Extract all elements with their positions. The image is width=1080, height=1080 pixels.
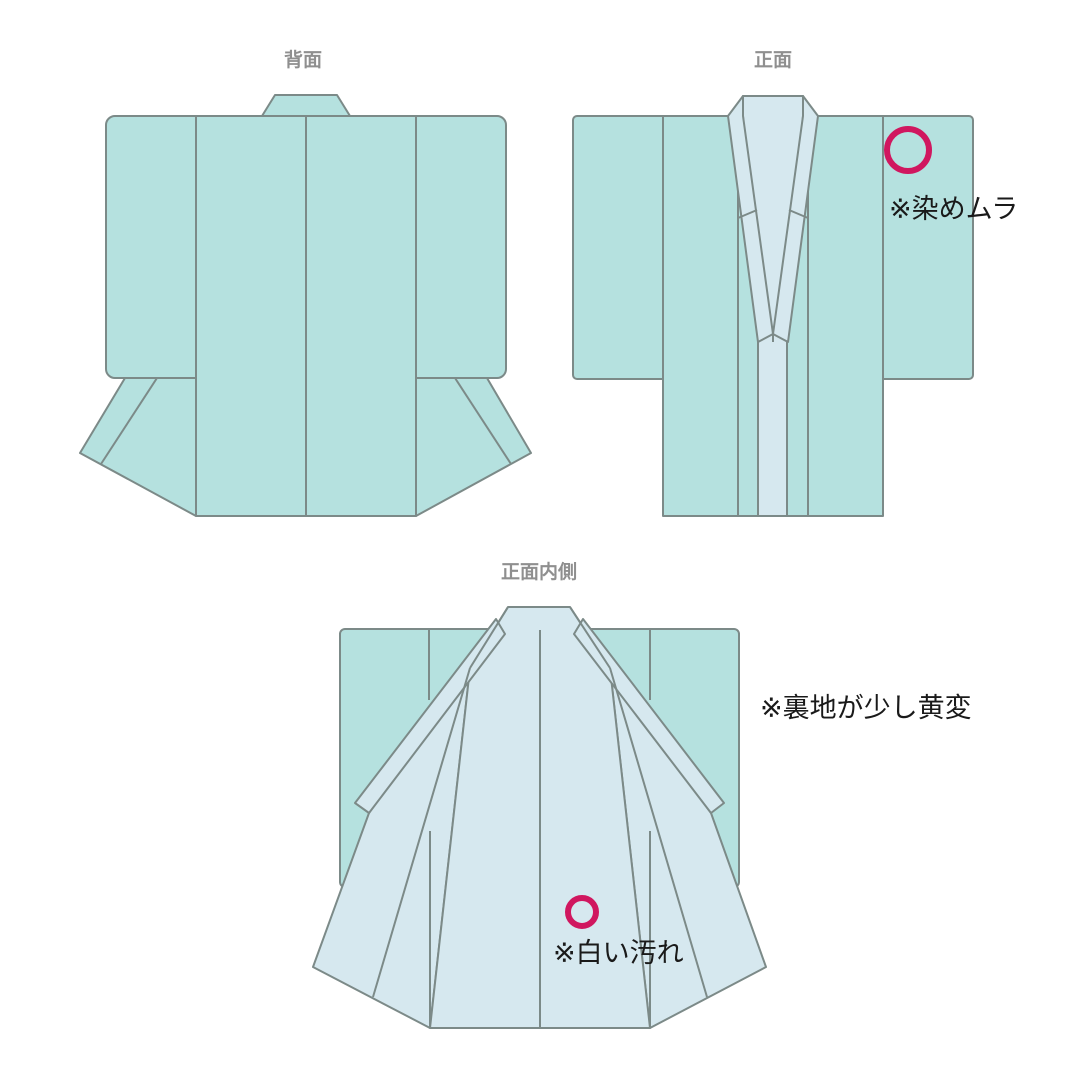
inside-right-collar-band xyxy=(573,618,725,814)
front-right-collar-fold xyxy=(788,209,809,219)
inside-right-diagonal xyxy=(609,667,708,998)
inside-neck-left xyxy=(469,606,509,669)
inside-neck-right xyxy=(569,606,611,669)
inside-view: 正面内側 ※白い汚れ ※裏地が少し黄変 xyxy=(312,560,972,1029)
inside-view-title: 正面内側 xyxy=(501,560,577,583)
dye-unevenness-marker xyxy=(884,126,932,174)
front-left-collar-fold xyxy=(737,209,758,219)
back-collar xyxy=(261,94,351,117)
front-view-title: 正面 xyxy=(754,49,792,71)
front-view: 正面 ※染めムラ xyxy=(572,49,1018,517)
back-right-flare xyxy=(415,377,532,517)
back-body-right-panel xyxy=(305,115,417,517)
back-body-left-panel xyxy=(195,115,307,517)
back-left-flare-seam xyxy=(100,377,158,465)
front-right-collar-band xyxy=(772,95,819,343)
back-view: 背面 xyxy=(79,48,532,517)
back-right-flare-seam xyxy=(454,377,512,465)
white-stain-label: ※白い汚れ xyxy=(553,938,684,969)
inside-left-collar-band xyxy=(354,618,506,814)
front-left-collar-band xyxy=(727,95,774,343)
lining-yellowing-label: ※裏地が少し黄変 xyxy=(760,693,972,724)
front-left-sleeve xyxy=(572,115,674,380)
dye-unevenness-label: ※染めムラ xyxy=(889,194,1018,225)
inside-left-diagonal xyxy=(372,667,471,998)
back-left-flare xyxy=(79,377,197,517)
white-stain-marker xyxy=(565,895,599,929)
back-view-title: 背面 xyxy=(284,48,322,71)
